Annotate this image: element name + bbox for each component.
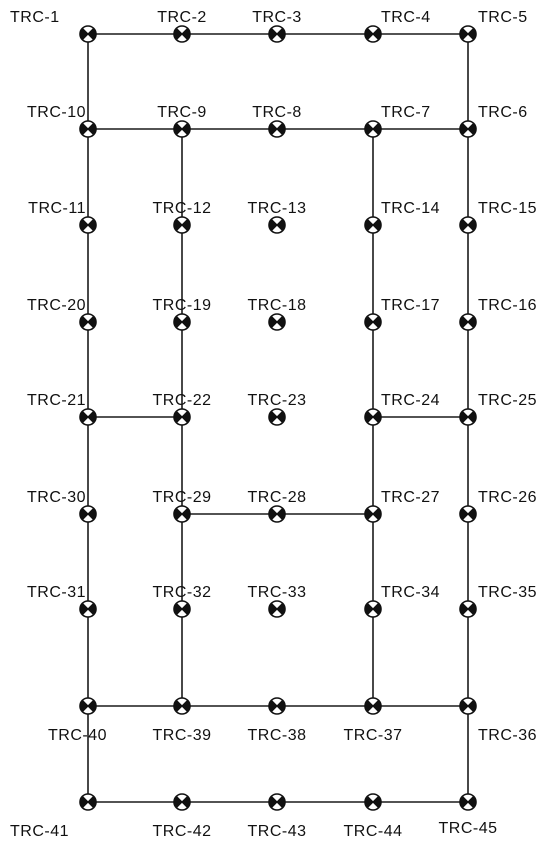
survey-point-trc-32 (173, 600, 191, 618)
survey-point-trc-15 (459, 216, 477, 234)
label-trc-1: TRC-1 (10, 9, 60, 26)
label-trc-23: TRC-23 (247, 392, 306, 409)
label-trc-8: TRC-8 (252, 104, 302, 121)
survey-point-trc-43 (268, 793, 286, 811)
label-trc-45: TRC-45 (438, 820, 497, 837)
survey-point-trc-18 (268, 313, 286, 331)
label-trc-34: TRC-34 (381, 584, 440, 601)
label-trc-27: TRC-27 (381, 489, 440, 506)
label-trc-29: TRC-29 (152, 489, 211, 506)
label-trc-2: TRC-2 (157, 9, 207, 26)
label-trc-26: TRC-26 (478, 489, 537, 506)
survey-point-trc-30 (79, 505, 97, 523)
label-trc-10: TRC-10 (27, 104, 86, 121)
label-trc-20: TRC-20 (27, 297, 86, 314)
label-trc-14: TRC-14 (381, 200, 440, 217)
label-trc-5: TRC-5 (478, 9, 528, 26)
survey-point-trc-16 (459, 313, 477, 331)
label-trc-18: TRC-18 (247, 297, 306, 314)
survey-point-trc-36 (459, 697, 477, 715)
label-trc-4: TRC-4 (381, 9, 431, 26)
survey-point-trc-11 (79, 216, 97, 234)
survey-point-trc-34 (364, 600, 382, 618)
label-trc-22: TRC-22 (152, 392, 211, 409)
survey-point-trc-31 (79, 600, 97, 618)
label-trc-21: TRC-21 (27, 392, 86, 409)
survey-point-trc-2 (173, 25, 191, 43)
survey-point-trc-10 (79, 120, 97, 138)
survey-point-trc-12 (173, 216, 191, 234)
survey-point-trc-33 (268, 600, 286, 618)
survey-point-trc-44 (364, 793, 382, 811)
label-trc-42: TRC-42 (152, 823, 211, 840)
survey-point-trc-17 (364, 313, 382, 331)
survey-point-trc-45 (459, 793, 477, 811)
survey-point-trc-5 (459, 25, 477, 43)
survey-point-trc-23 (268, 408, 286, 426)
label-trc-6: TRC-6 (478, 104, 528, 121)
survey-point-trc-38 (268, 697, 286, 715)
label-trc-35: TRC-35 (478, 584, 537, 601)
survey-point-trc-21 (79, 408, 97, 426)
survey-point-trc-41 (79, 793, 97, 811)
survey-point-trc-26 (459, 505, 477, 523)
label-trc-17: TRC-17 (381, 297, 440, 314)
connection-lines (87, 33, 469, 803)
label-trc-15: TRC-15 (478, 200, 537, 217)
label-trc-39: TRC-39 (152, 727, 211, 744)
survey-point-trc-29 (173, 505, 191, 523)
label-trc-19: TRC-19 (152, 297, 211, 314)
label-trc-31: TRC-31 (27, 584, 86, 601)
survey-point-trc-8 (268, 120, 286, 138)
survey-point-trc-14 (364, 216, 382, 234)
label-trc-36: TRC-36 (478, 727, 537, 744)
survey-point-trc-28 (268, 505, 286, 523)
survey-point-trc-35 (459, 600, 477, 618)
label-trc-16: TRC-16 (478, 297, 537, 314)
survey-point-trc-42 (173, 793, 191, 811)
survey-point-trc-27 (364, 505, 382, 523)
survey-point-trc-24 (364, 408, 382, 426)
label-trc-43: TRC-43 (247, 823, 306, 840)
label-trc-38: TRC-38 (247, 727, 306, 744)
survey-point-trc-22 (173, 408, 191, 426)
label-trc-7: TRC-7 (381, 104, 431, 121)
survey-point-trc-3 (268, 25, 286, 43)
survey-point-trc-40 (79, 697, 97, 715)
survey-point-trc-37 (364, 697, 382, 715)
label-trc-28: TRC-28 (247, 489, 306, 506)
label-trc-13: TRC-13 (247, 200, 306, 217)
survey-point-trc-6 (459, 120, 477, 138)
survey-point-trc-19 (173, 313, 191, 331)
survey-point-trc-9 (173, 120, 191, 138)
survey-point-trc-13 (268, 216, 286, 234)
survey-point-trc-1 (79, 25, 97, 43)
label-trc-11: TRC-11 (28, 200, 86, 217)
label-trc-12: TRC-12 (152, 200, 211, 217)
label-trc-33: TRC-33 (247, 584, 306, 601)
survey-point-trc-39 (173, 697, 191, 715)
survey-point-trc-25 (459, 408, 477, 426)
survey-point-trc-4 (364, 25, 382, 43)
survey-points (79, 25, 477, 811)
label-trc-40: TRC-40 (48, 727, 107, 744)
label-trc-24: TRC-24 (381, 392, 440, 409)
label-trc-3: TRC-3 (252, 9, 302, 26)
label-trc-9: TRC-9 (157, 104, 207, 121)
label-trc-30: TRC-30 (27, 489, 86, 506)
label-trc-32: TRC-32 (152, 584, 211, 601)
label-trc-44: TRC-44 (343, 823, 402, 840)
survey-point-trc-20 (79, 313, 97, 331)
survey-point-trc-7 (364, 120, 382, 138)
label-trc-25: TRC-25 (478, 392, 537, 409)
label-trc-37: TRC-37 (343, 727, 402, 744)
label-trc-41: TRC-41 (10, 823, 69, 840)
